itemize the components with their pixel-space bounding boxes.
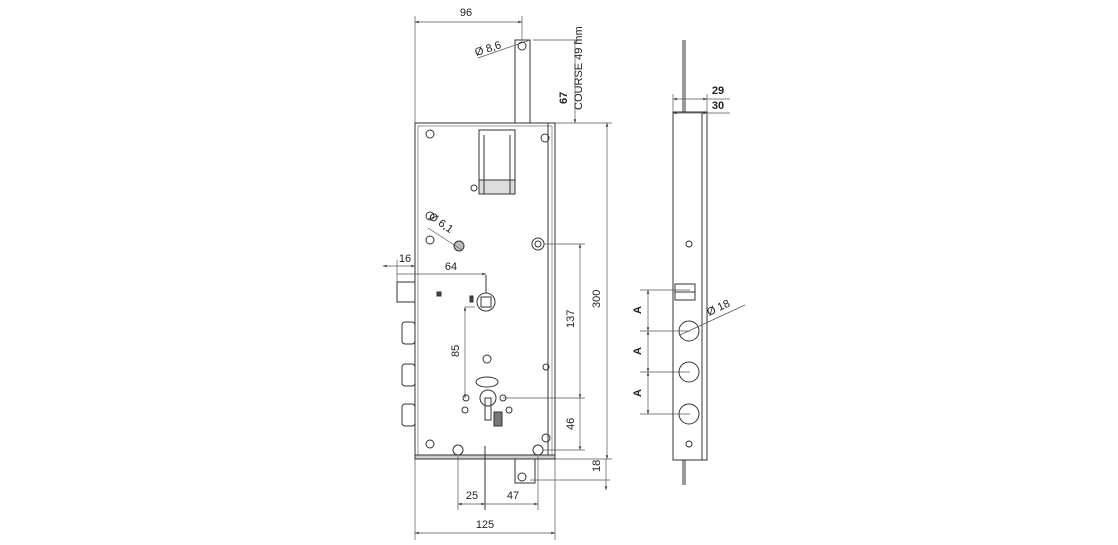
side-bolt-2 xyxy=(401,363,416,387)
side-latch xyxy=(396,281,416,303)
cylinder-hole-left xyxy=(462,394,470,402)
side-hole-top xyxy=(685,240,693,248)
side-bolt-3 xyxy=(401,403,416,427)
cam-top xyxy=(475,376,499,388)
dim-bolt-diameter: Ø 18 xyxy=(705,298,732,319)
cylinder-side-left xyxy=(461,406,469,414)
dim-bottom-left: 25 xyxy=(466,490,478,502)
dim-faceplate-30: 30 xyxy=(712,100,724,112)
hole-upper-right xyxy=(531,237,545,251)
top-strike-bar xyxy=(514,39,531,124)
dim-height: 300 xyxy=(591,290,603,308)
dim-top-width: 96 xyxy=(460,7,472,19)
side-hole-bottom xyxy=(685,440,693,448)
dim-bottom-offset: 18 xyxy=(591,460,603,472)
screw-middle xyxy=(482,354,492,364)
cylinder-round xyxy=(479,389,497,407)
side-view xyxy=(672,40,708,485)
side-bolt-1 xyxy=(401,321,416,345)
dim-spacing-a3: A xyxy=(632,389,644,397)
strike-hole xyxy=(517,41,527,51)
bottom-strike-bar xyxy=(514,458,536,484)
front-view xyxy=(396,39,556,510)
dim-course: COURSE 49 mm xyxy=(573,26,585,110)
dim-strike-hole: Ø 8,6 xyxy=(473,39,502,59)
front-dimensions xyxy=(382,16,612,540)
screw-left-1 xyxy=(425,211,435,221)
spindle-circle xyxy=(476,292,496,312)
screw-top-right xyxy=(540,133,550,143)
screw-6-1 xyxy=(453,240,465,252)
side-dimensions xyxy=(640,94,746,415)
cylinder-side-right xyxy=(505,406,513,414)
cylinder-slot xyxy=(484,397,492,421)
spindle-square xyxy=(480,296,492,308)
dim-strike-height: 67 xyxy=(558,92,570,104)
dim-backset: 64 xyxy=(445,261,457,273)
dim-upper-hole: 137 xyxy=(565,310,577,328)
screw-mid-top xyxy=(470,184,478,192)
bottom-strike-hole xyxy=(517,472,527,482)
dim-spacing-a1: A xyxy=(632,306,644,314)
marker-2 xyxy=(469,295,474,303)
latch-block-lower xyxy=(478,179,516,195)
screw-top-left xyxy=(425,129,435,139)
dim-side-offset: 16 xyxy=(399,253,411,265)
hole-bottom-left xyxy=(452,444,464,456)
dim-bottom-right: 47 xyxy=(507,490,519,502)
screw-left-2 xyxy=(425,235,435,245)
screw-bottom-right xyxy=(541,433,551,443)
side-edge-right xyxy=(701,111,708,461)
screw-lower-right xyxy=(542,363,550,371)
screw-bottom-left xyxy=(425,439,435,449)
dim-spindle-to-cylinder: 85 xyxy=(450,345,462,357)
hole-bottom-right xyxy=(532,444,544,456)
dim-spacing-a2: A xyxy=(632,347,644,355)
cylinder-cam xyxy=(493,411,503,427)
dim-total-width: 125 xyxy=(476,519,494,531)
dim-lower-hole: 46 xyxy=(565,418,577,430)
dim-faceplate-29: 29 xyxy=(712,85,724,97)
marker-1 xyxy=(436,291,442,297)
dim-screw-hole: Ø 6,1 xyxy=(426,211,455,236)
